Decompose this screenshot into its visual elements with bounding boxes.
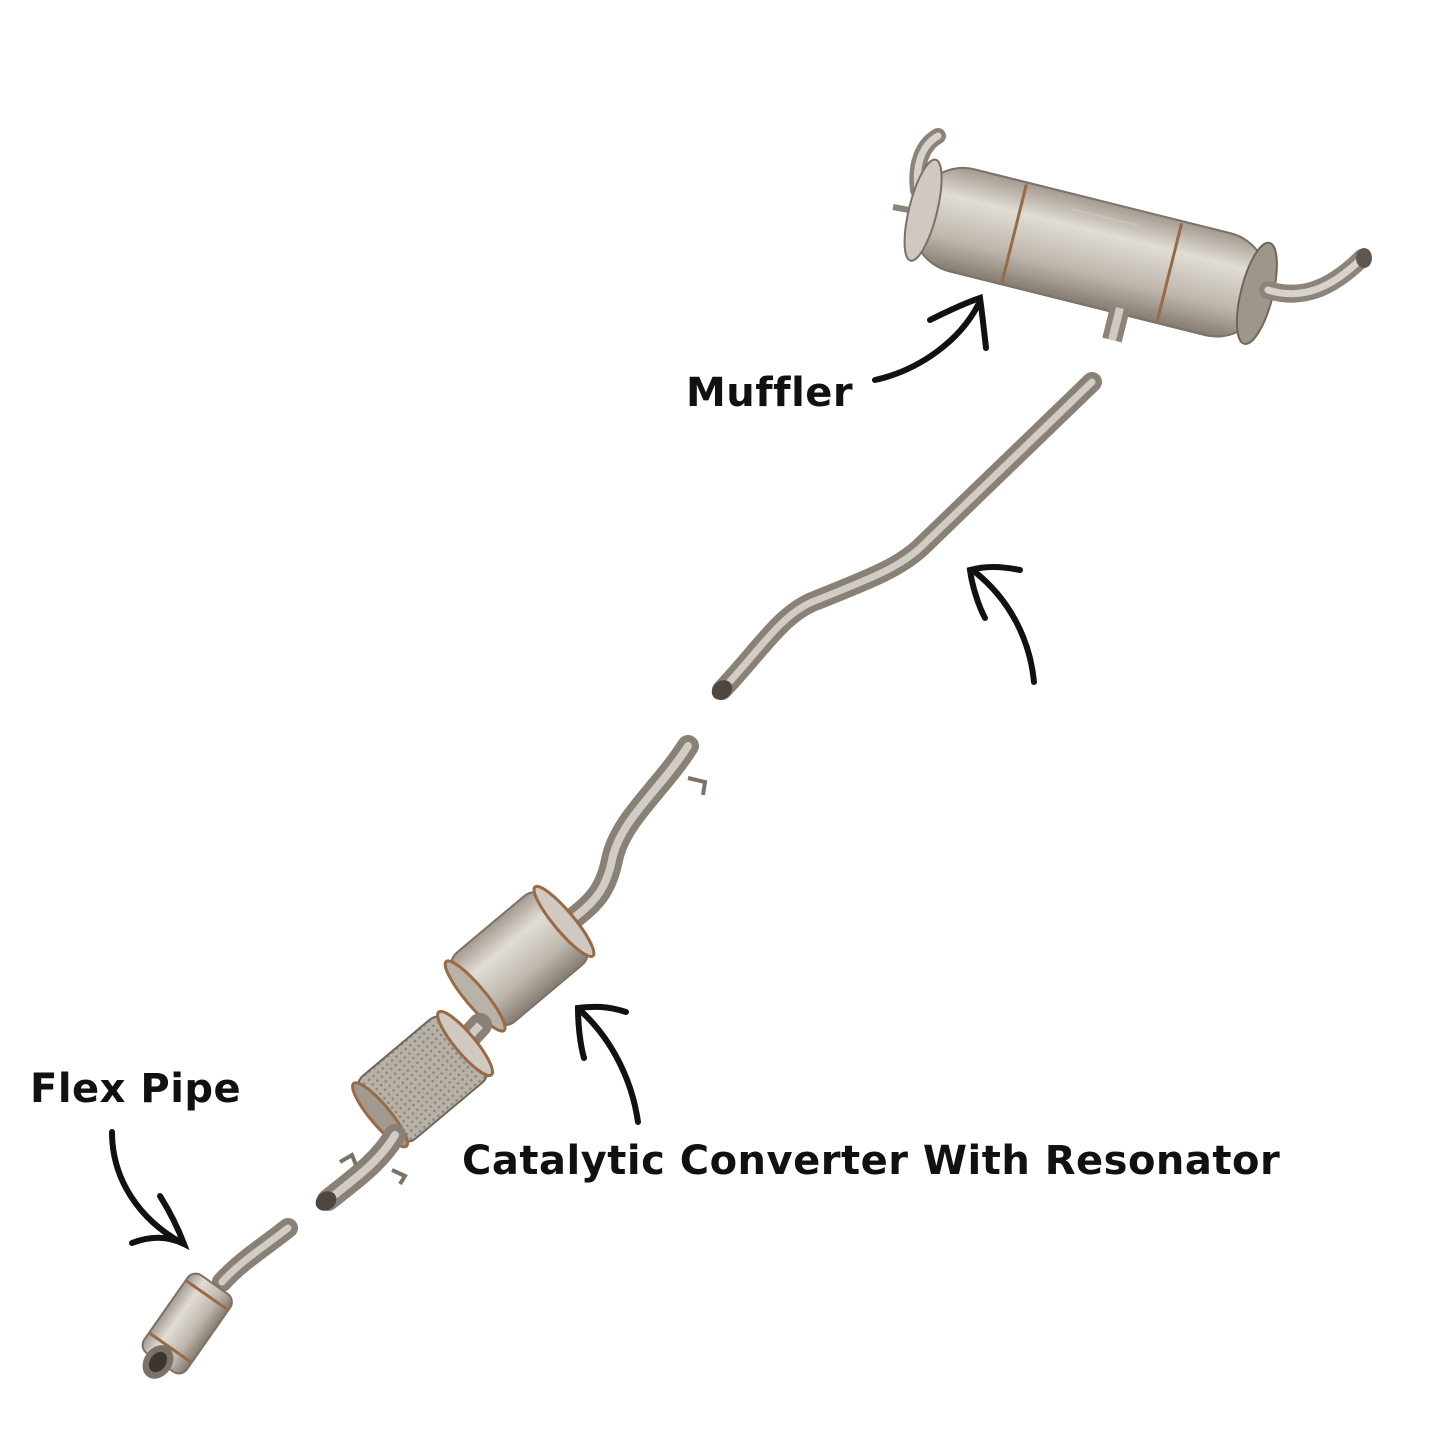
flex-pipe-part [141,1218,298,1379]
arrow-pipe-icon [966,564,1037,685]
tailpipe-section [711,372,1102,700]
catalytic-converter-assembly [315,735,708,1211]
arrow-catalytic-icon [574,1003,641,1125]
muffler-part [892,128,1372,345]
arrow-flex-icon [109,1129,190,1251]
arrow-muffler-icon [872,294,989,383]
flex-pipe-label: Flex Pipe [30,1066,242,1112]
catalytic-converter-label: Catalytic Converter With Resonator [462,1138,1281,1184]
muffler-label: Muffler [686,370,854,416]
